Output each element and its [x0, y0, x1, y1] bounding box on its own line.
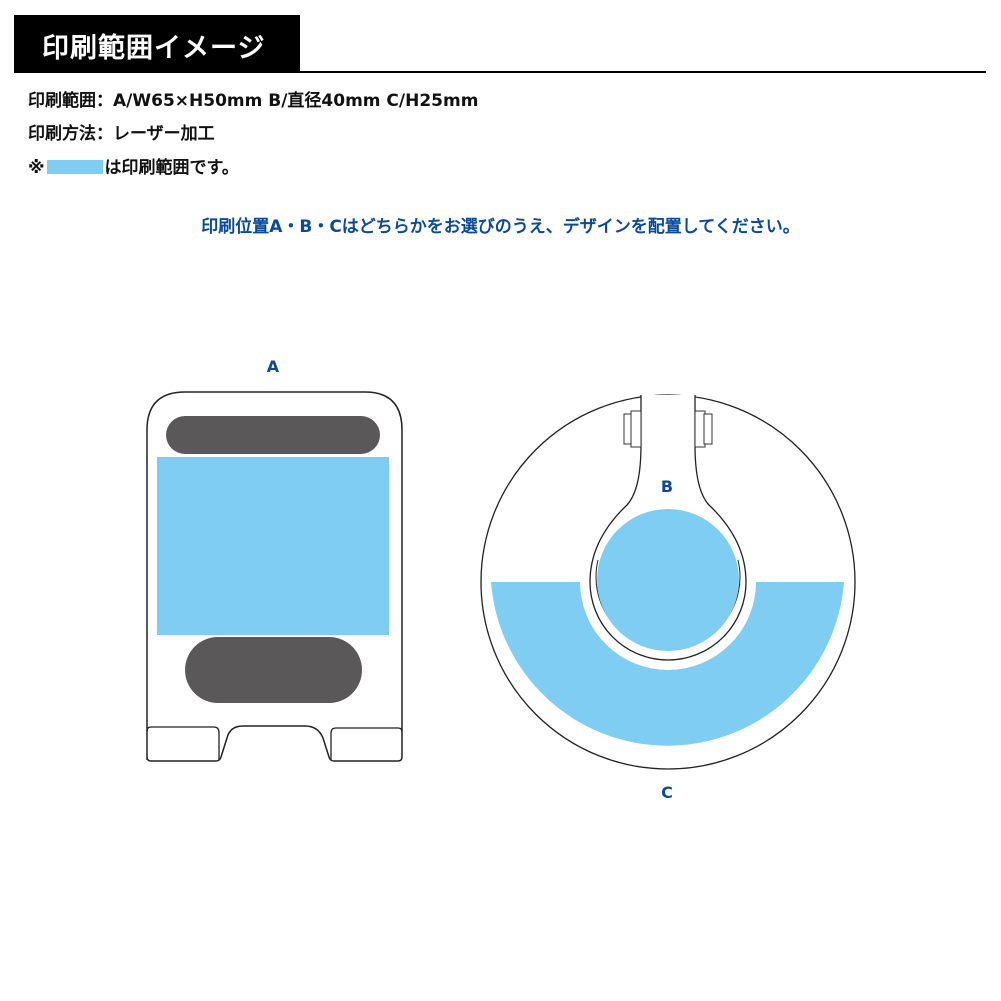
page-title: 印刷範囲イメージ — [42, 33, 266, 64]
title-bar — [14, 15, 300, 73]
label-b: B — [660, 477, 674, 496]
top-slot — [166, 416, 380, 454]
title-rule — [300, 71, 986, 73]
instruction-text: 印刷位置A・B・Cはどちらかをお選びのうえ、デザインを配置してください。 — [201, 217, 800, 237]
bottom-slot — [185, 637, 362, 703]
product-a — [146, 391, 403, 762]
product-bc — [480, 394, 856, 770]
print-area-c[interactable] — [491, 582, 844, 746]
left-clip-inner — [630, 410, 642, 448]
print-area-a[interactable] — [157, 457, 389, 635]
label-a: A — [266, 357, 280, 376]
print-range-spec: 印刷範囲：A/W65×H50mm B/直径40mm C/H25mm — [28, 91, 479, 111]
right-foot — [330, 727, 403, 760]
print-area-swatch — [46, 160, 103, 174]
label-c: C — [661, 783, 673, 802]
note-text: は印刷範囲です。 — [104, 158, 239, 178]
left-foot — [146, 726, 220, 760]
legend-note: ※ は印刷範囲です。 — [28, 153, 239, 178]
print-area-b[interactable] — [597, 509, 739, 651]
right-clip-outer — [703, 413, 713, 445]
note-mark: ※ — [28, 158, 45, 178]
print-method-spec: 印刷方法：レーザー加工 — [28, 124, 215, 144]
